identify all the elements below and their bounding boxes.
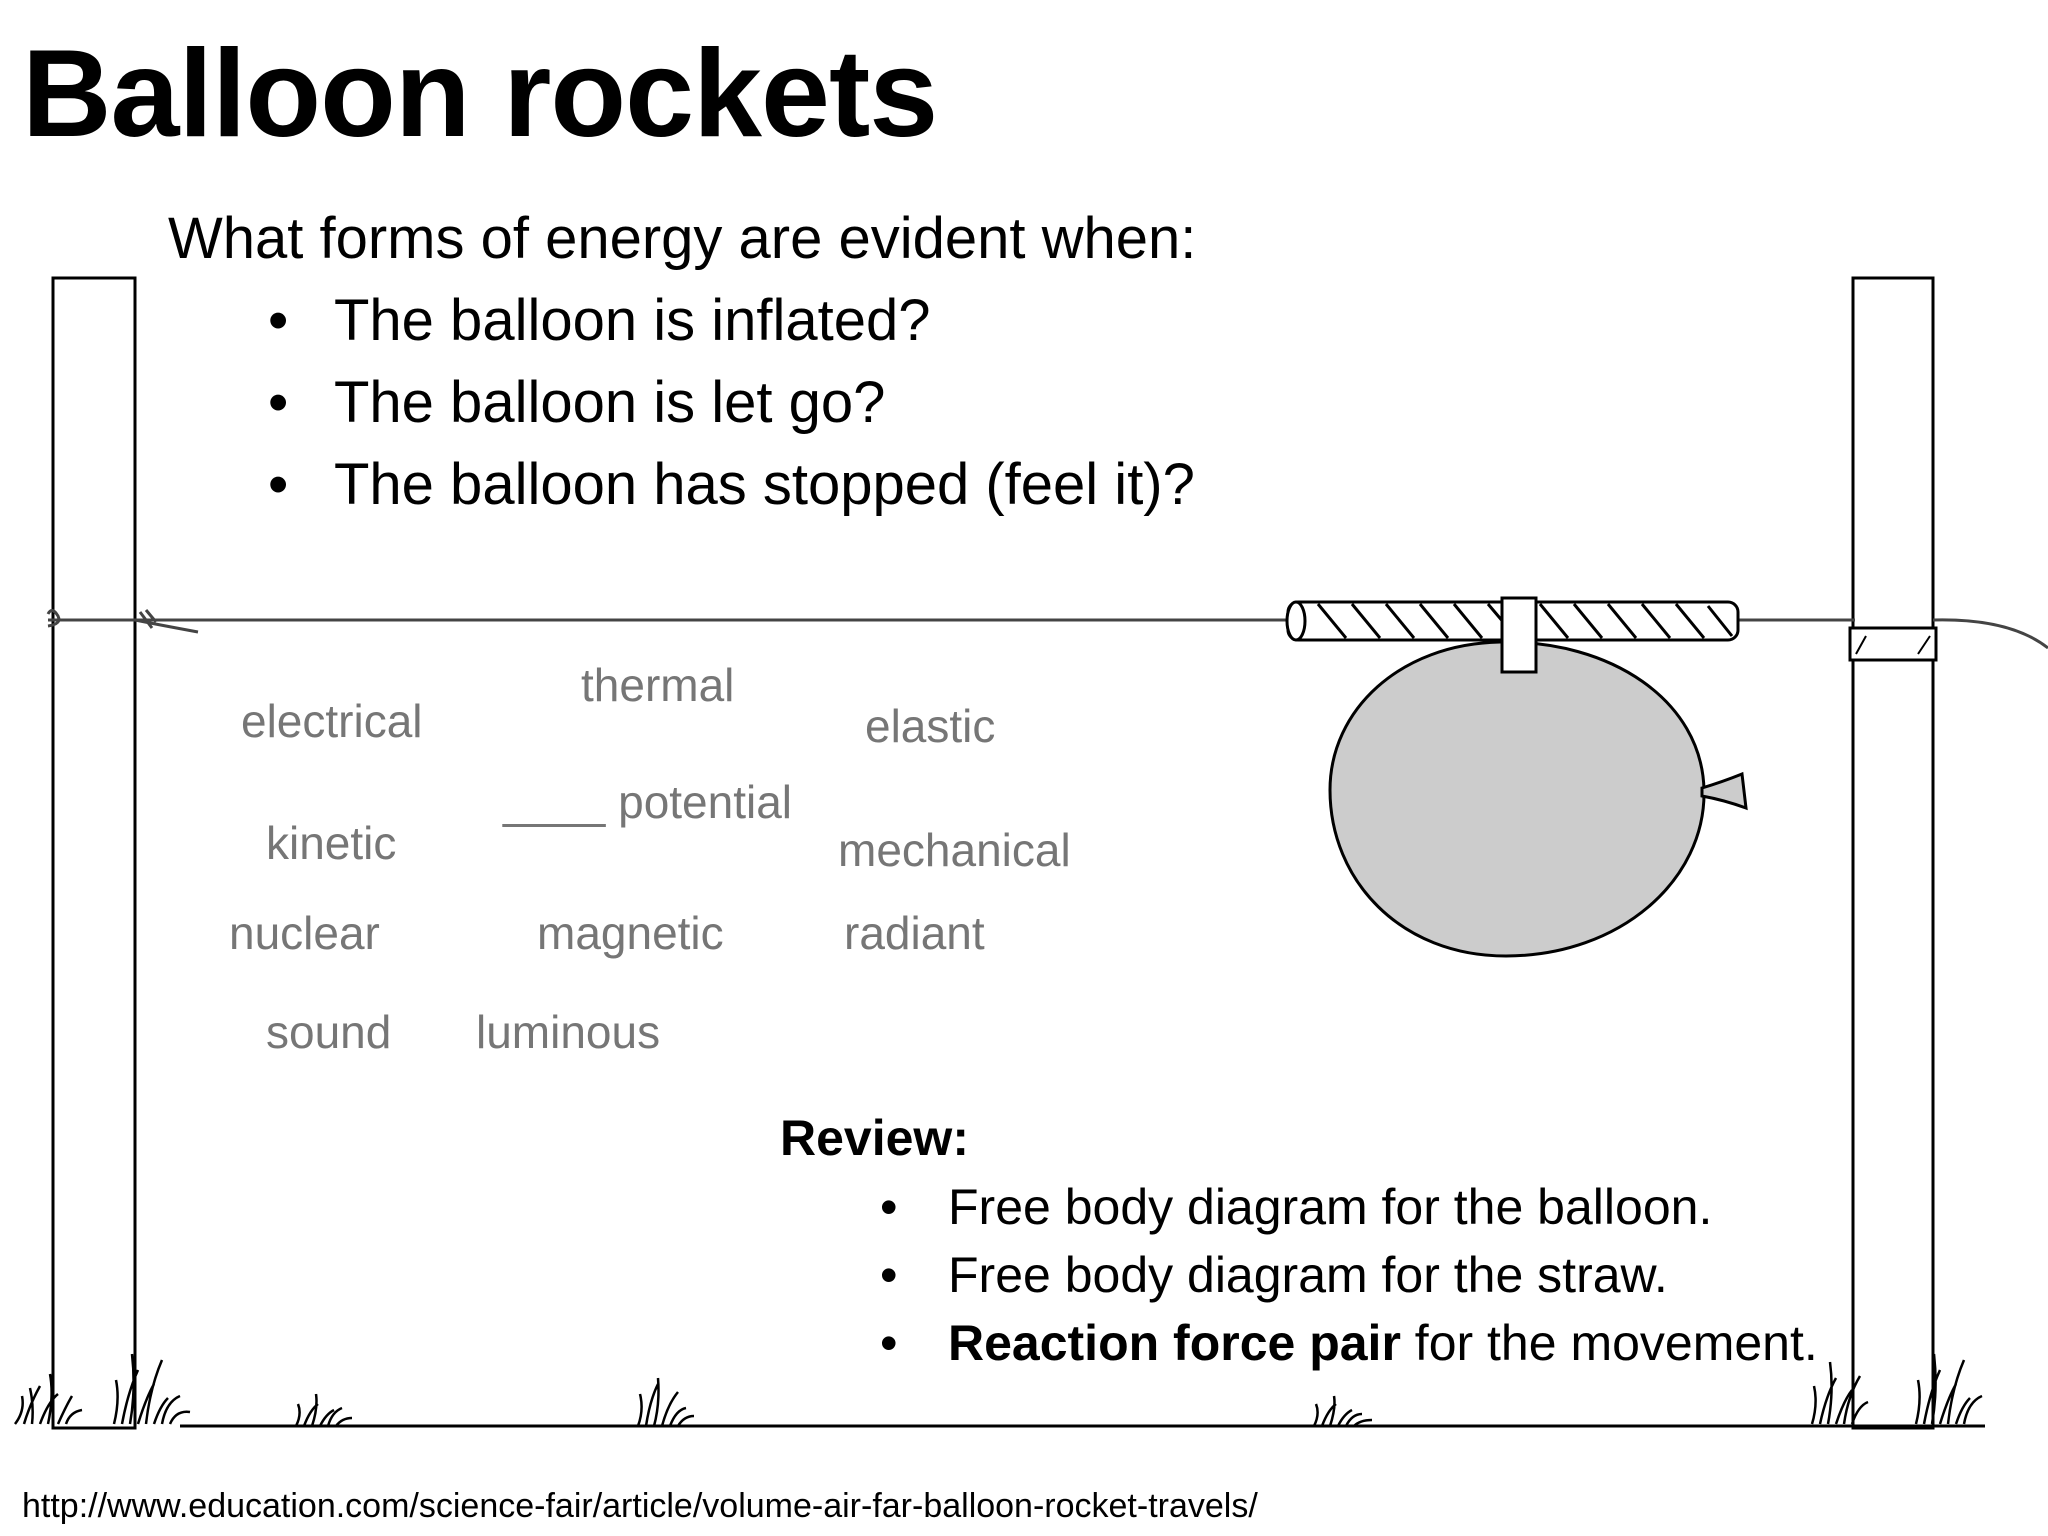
energy-word-mechanical: mechanical bbox=[838, 824, 1071, 876]
energy-word-luminous: luminous bbox=[476, 1006, 661, 1058]
balloon bbox=[1328, 640, 1748, 958]
slide-title: Balloon rockets bbox=[22, 25, 938, 163]
grass bbox=[13, 1353, 1983, 1427]
bullet: • bbox=[268, 452, 289, 517]
bullet: • bbox=[880, 1315, 898, 1371]
right-post-band bbox=[1848, 626, 1938, 662]
question-item: •The balloon is inflated? bbox=[268, 280, 1195, 362]
source-url: http://www.education.com/science-fair/ar… bbox=[22, 1487, 1258, 1525]
energy-word-magnetic: magnetic bbox=[537, 907, 724, 959]
review-heading: Review: bbox=[780, 1110, 969, 1166]
energy-word-kinetic: kinetic bbox=[266, 817, 397, 869]
question-item: •The balloon has stopped (feel it)? bbox=[268, 444, 1195, 526]
energy-word-sound: sound bbox=[266, 1006, 392, 1058]
left-post bbox=[51, 276, 137, 1430]
bullet: • bbox=[880, 1247, 898, 1303]
string bbox=[46, 609, 2048, 650]
bullet: • bbox=[268, 288, 289, 353]
question-list: •The balloon is inflated? •The balloon i… bbox=[268, 280, 1195, 526]
bullet: • bbox=[880, 1179, 898, 1235]
review-list: •Free body diagram for the balloon. •Fre… bbox=[880, 1173, 1818, 1377]
energy-word-potential: ____ potential bbox=[503, 776, 793, 828]
right-post bbox=[1851, 276, 1935, 1430]
bullet: • bbox=[268, 370, 289, 435]
energy-word-thermal: thermal bbox=[581, 659, 735, 711]
review-item: •Reaction force pair for the movement. bbox=[880, 1309, 1818, 1377]
review-item: •Free body diagram for the straw. bbox=[880, 1241, 1818, 1309]
review-item: •Free body diagram for the balloon. bbox=[880, 1173, 1818, 1241]
question-item: •The balloon is let go? bbox=[268, 362, 1195, 444]
question-text: What forms of energy are evident when: bbox=[168, 206, 1197, 271]
energy-word-elastic: elastic bbox=[865, 700, 996, 752]
energy-word-radiant: radiant bbox=[844, 907, 985, 959]
energy-word-electrical: electrical bbox=[241, 695, 423, 747]
tape bbox=[1500, 596, 1538, 674]
energy-word-nuclear: nuclear bbox=[229, 907, 380, 959]
